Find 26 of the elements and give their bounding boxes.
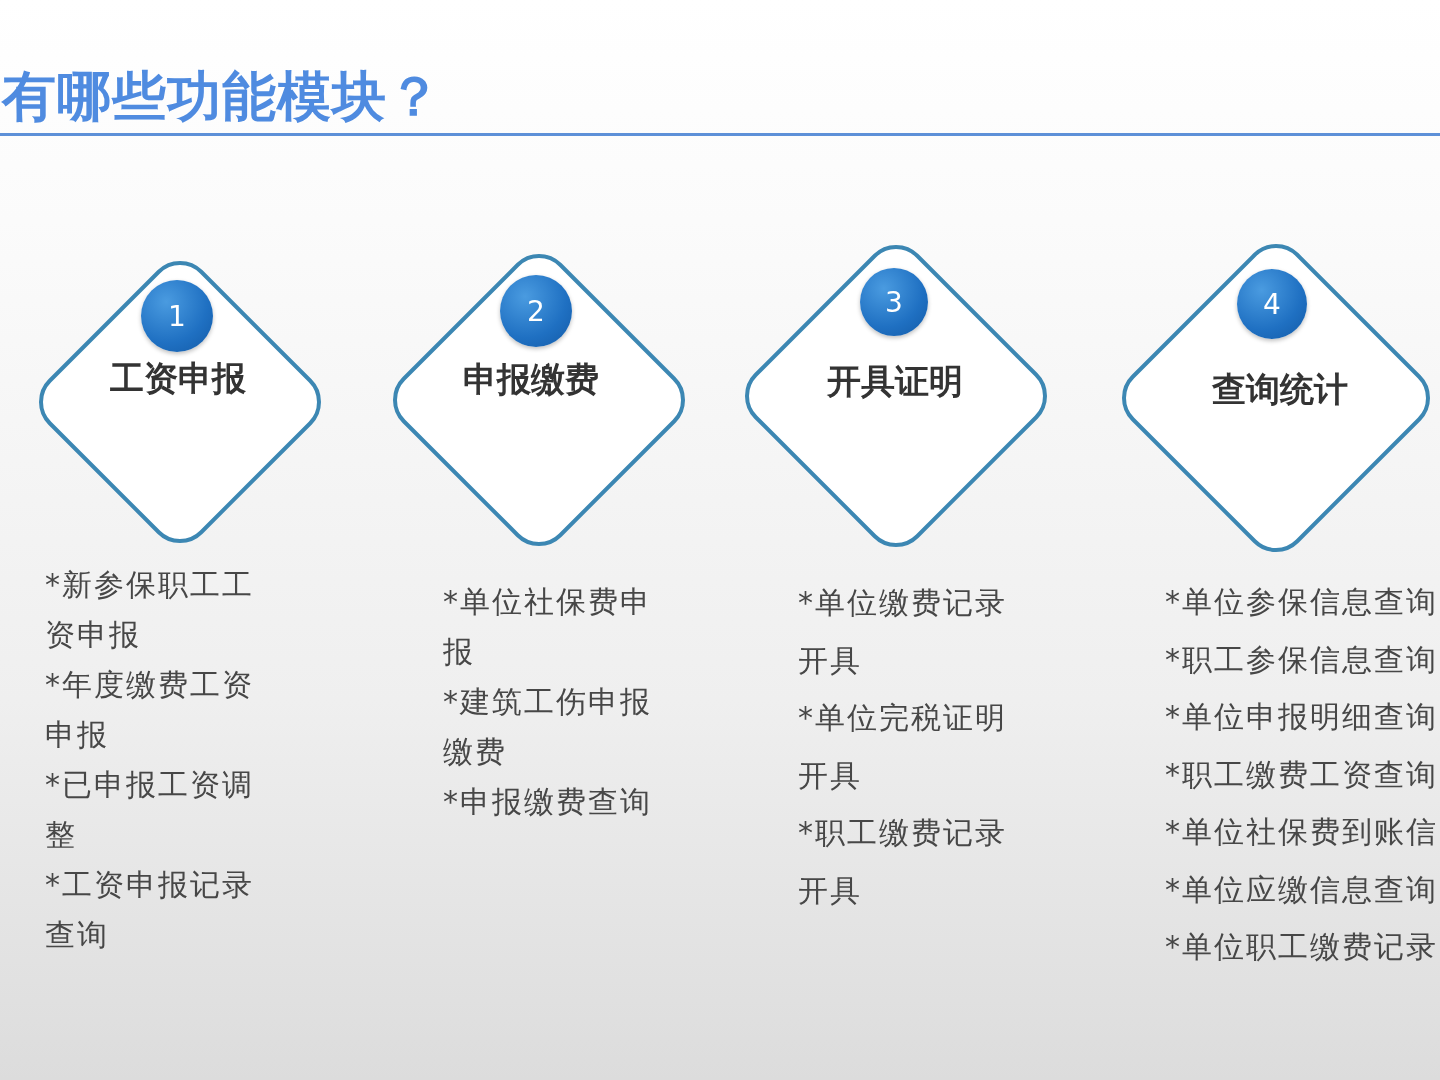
feature-item: *单位缴费记录开具 bbox=[798, 584, 1008, 680]
feature-item: *职工缴费工资查询 bbox=[1165, 755, 1438, 794]
feature-item: *单位参保信息查询 bbox=[1165, 583, 1438, 621]
feature-item: *单位社保费申报 bbox=[443, 583, 653, 671]
module-title: 开具证明 bbox=[827, 360, 963, 403]
slide-title: 有哪些功能模块？ bbox=[2, 64, 442, 130]
diamond-frame bbox=[1122, 244, 1430, 552]
diamond-frame bbox=[745, 245, 1047, 547]
module-title: 申报缴费 bbox=[463, 358, 599, 401]
feature-item: *已申报工资调整 bbox=[45, 766, 255, 854]
module-title: 工资申报 bbox=[110, 357, 246, 400]
feature-item: *职工参保信息查询 bbox=[1165, 640, 1438, 679]
feature-item: *单位职工缴费记录 bbox=[1165, 928, 1438, 966]
feature-item: *建筑工伤申报缴费 bbox=[443, 683, 653, 771]
module-title: 查询统计 bbox=[1212, 368, 1348, 411]
diamond-frame bbox=[39, 261, 321, 543]
diamond-frame bbox=[393, 254, 685, 546]
feature-item: *单位申报明细查询 bbox=[1165, 698, 1438, 736]
feature-item: *新参保职工工资申报 bbox=[45, 566, 255, 654]
feature-item: *年度缴费工资申报 bbox=[45, 666, 255, 754]
feature-item: *职工缴费记录开具 bbox=[798, 814, 1008, 910]
feature-item: *单位社保费到账信 bbox=[1165, 813, 1438, 851]
feature-item: *单位应缴信息查询 bbox=[1165, 870, 1438, 909]
feature-item: *工资申报记录查询 bbox=[45, 866, 255, 954]
feature-item: *单位完税证明开具 bbox=[798, 699, 1008, 795]
feature-item: *申报缴费查询 bbox=[443, 783, 653, 821]
